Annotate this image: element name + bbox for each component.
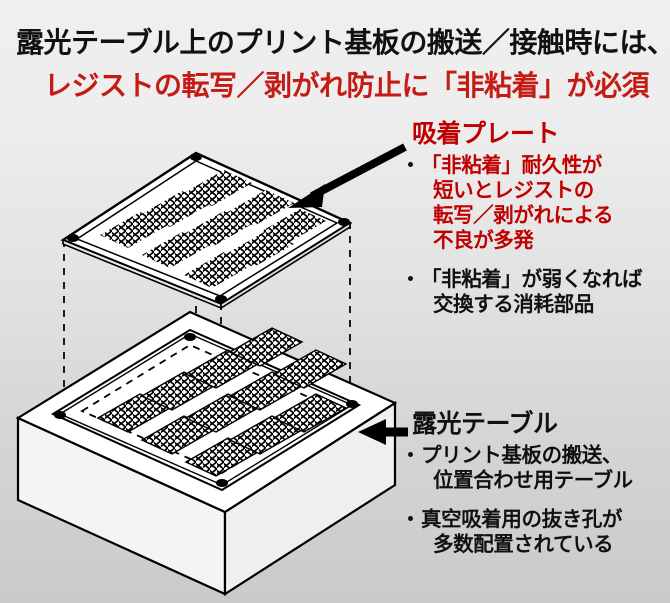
bullet-line: 短いとレジストの — [433, 179, 594, 202]
heading-line-1: 露光テーブル上のプリント基板の搬送／接触時には、 — [16, 27, 670, 58]
callout-plate-bullets: 「非粘着」耐久性が 短いとレジストの 転写／剥がれによる 不良が多発 「非粘着」… — [408, 153, 643, 317]
bullet-line: 多数配置されている — [433, 533, 614, 556]
list-item: プリント基板の搬送、 位置合わせ用テーブル — [408, 443, 633, 493]
bullet-line: 位置合わせ用テーブル — [433, 469, 633, 492]
bullet-line: プリント基板の搬送、 — [421, 444, 622, 467]
bullet-line: 真空吸着用の抜き孔が — [421, 508, 622, 531]
list-item: 「非粘着」が弱くなれば 交換する消耗部品 — [408, 267, 643, 317]
bullet-dot-icon — [408, 516, 413, 521]
bullet-line: 交換する消耗部品 — [433, 293, 594, 316]
callout-suction-plate: 吸着プレート 「非粘着」耐久性が 短いとレジストの 転写／剥がれによる 不良が多… — [408, 120, 643, 317]
plate-callout-arrow — [288, 143, 407, 208]
bullet-dot-icon — [408, 276, 413, 281]
plate-suction-pad-grid — [100, 170, 326, 288]
callout-table-title: 露光テーブル — [412, 410, 558, 438]
table-callout-arrow — [358, 419, 408, 445]
bullet-line: 「非粘着」耐久性が — [421, 154, 602, 177]
bullet-dot-icon — [408, 162, 413, 167]
heading-line-2: レジストの転写／剥がれ防止に「非粘着」が必須 — [44, 70, 650, 101]
bullet-dot-icon — [408, 452, 413, 457]
callout-table-bullets: プリント基板の搬送、 位置合わせ用テーブル 真空吸着用の抜き孔が 多数配置されて… — [408, 443, 633, 557]
bullet-line: 「非粘着」が弱くなれば — [421, 268, 643, 291]
bullet-line: 転写／剥がれによる — [433, 204, 614, 227]
exposure-table-body — [15, 310, 398, 597]
table-suction-pad-grid — [96, 327, 348, 477]
suction-plate-body — [60, 151, 353, 310]
list-item: 「非粘着」耐久性が 短いとレジストの 転写／剥がれによる 不良が多発 — [408, 153, 642, 253]
callout-plate-title: 吸着プレート — [412, 120, 560, 148]
list-item: 真空吸着用の抜き孔が 多数配置されている — [408, 507, 633, 557]
bullet-line: 不良が多発 — [433, 229, 534, 252]
callout-exposure-table: 露光テーブル プリント基板の搬送、 位置合わせ用テーブル 真空吸着用の抜き孔が … — [408, 412, 633, 557]
